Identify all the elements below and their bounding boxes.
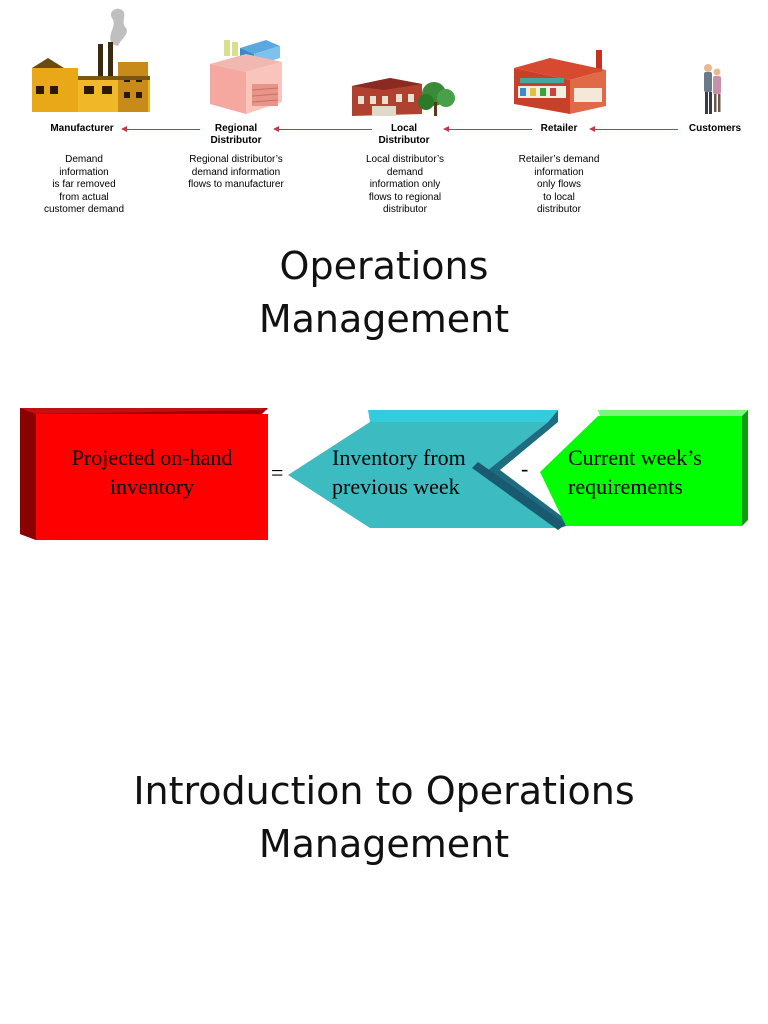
flow-arrow	[121, 126, 200, 132]
stage-label-customers: Customers	[688, 123, 742, 134]
equation-shapes	[20, 408, 748, 540]
stage-description-local-distributor: Local distributor’s demand information o…	[365, 154, 444, 215]
stage-label-retailer: Retailer	[540, 123, 578, 134]
current-weeks-requirements-label: Current week’s requirements	[568, 445, 702, 499]
local-distributor-building-icon	[352, 78, 455, 116]
factory-icon	[32, 8, 150, 112]
warehouse-icon	[210, 40, 282, 114]
page-title-introduction-to-operations-management: Introduction to Operations Management	[133, 769, 635, 866]
supply-chain-diagram: Manufacturer Regional Distributor Local …	[0, 0, 768, 230]
box-2-shape	[368, 410, 558, 422]
retail-store-icon	[514, 50, 606, 114]
stage-label-local-distributor: Local Distributor	[378, 123, 430, 146]
flow-arrow	[589, 126, 678, 132]
box-3-shape	[598, 410, 748, 416]
inventory-equation-diagram: Projected on-hand inventory = Inventory …	[0, 400, 768, 550]
customers-people-icon	[704, 64, 721, 114]
stage-label-regional-distributor: Regional Distributor	[210, 123, 262, 146]
equals-operator: =	[271, 460, 284, 485]
projected-on-hand-inventory-label: Projected on-hand inventory	[71, 445, 233, 499]
flow-arrow	[273, 126, 372, 132]
page-title-operations-management: Operations Management	[258, 244, 510, 341]
stage-description-retailer: Retailer’s demand information only flows…	[518, 154, 600, 215]
stage-description-regional-distributor: Regional distributor’s demand informatio…	[188, 154, 284, 190]
minus-operator: -	[521, 456, 529, 481]
stage-description-manufacturer: Demand information is far removed from a…	[43, 154, 125, 215]
stage-label-manufacturer: Manufacturer	[50, 123, 114, 134]
flow-arrow	[443, 126, 532, 132]
inventory-from-previous-week-label: Inventory from previous week	[332, 445, 466, 499]
